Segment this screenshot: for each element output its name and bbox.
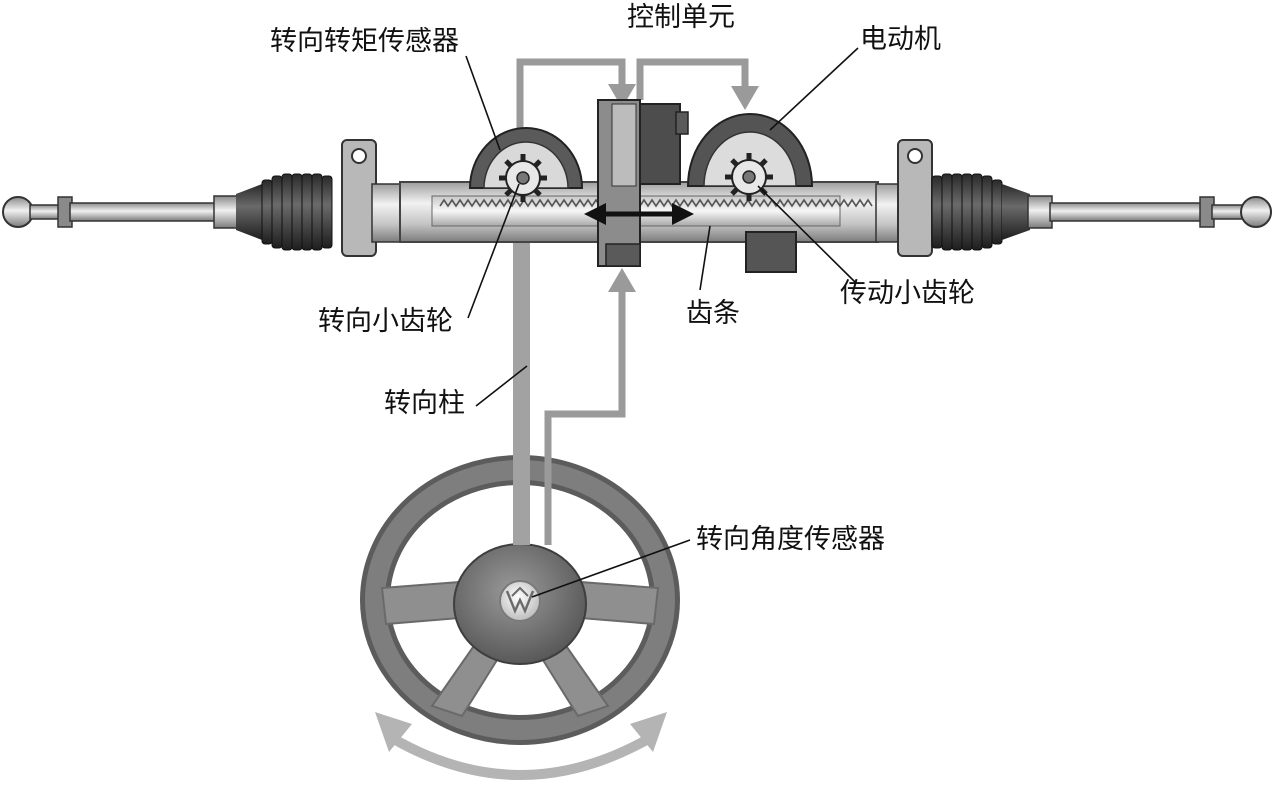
left-boot <box>236 173 333 251</box>
steering-column-shaft <box>513 200 530 545</box>
vw-logo <box>499 580 541 622</box>
signal-lines <box>516 58 749 545</box>
right-tie-rod <box>1027 195 1272 229</box>
label-motor: 电动机 <box>860 24 941 55</box>
signal-arrowheads <box>608 84 759 292</box>
left-mount <box>341 139 403 257</box>
label-steering-column: 转向柱 <box>384 388 465 419</box>
rack-motion-arrow <box>584 203 694 225</box>
motor-lower-block <box>745 231 797 273</box>
label-rack: 齿条 <box>686 298 740 329</box>
label-angle-sensor: 转向角度传感器 <box>696 524 885 555</box>
right-mount <box>875 139 933 257</box>
label-steering-pinion: 转向小齿轮 <box>318 306 453 337</box>
label-control-unit: 控制单元 <box>627 2 735 33</box>
rotation-arrow <box>375 712 667 780</box>
control-unit-box <box>597 99 689 267</box>
leader-lines <box>465 47 859 598</box>
drive-pinion-gear <box>725 153 773 201</box>
rack-teeth <box>439 198 873 208</box>
steering-pinion-gear <box>499 154 547 202</box>
label-drive-pinion: 传动小齿轮 <box>840 278 975 309</box>
label-torque-sensor: 转向转矩传感器 <box>270 26 459 57</box>
left-tie-rod <box>2 195 239 229</box>
right-boot <box>931 173 1030 251</box>
